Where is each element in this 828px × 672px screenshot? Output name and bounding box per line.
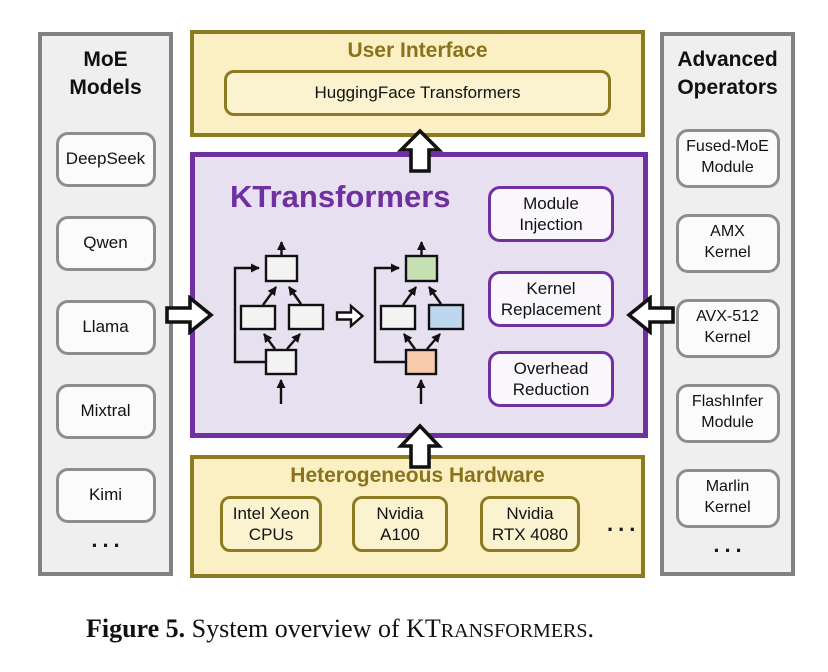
edge-left-to-top	[402, 286, 417, 306]
figure-caption: Figure 5. System overview of KTRANSFORME…	[0, 614, 680, 644]
node-mid-left	[239, 304, 277, 331]
op-box-fused-moe: Fused-MoE Module	[675, 128, 780, 188]
edge-left-to-top	[262, 286, 277, 306]
caption-brand-smallcaps: RANSFORMERS	[440, 620, 588, 642]
skip-connection-line	[233, 263, 272, 364]
hw-box-intel-xeon: Intel Xeon CPUs	[220, 496, 322, 552]
ktransformers-title: KTransformers	[230, 179, 451, 214]
advanced-operators-title: Advanced Operators	[677, 48, 778, 100]
feature-overhead-reduction: Overhead Reduction	[488, 351, 614, 407]
node-bottom	[264, 348, 298, 376]
op-box-flashinfer: FlashInfer Module	[675, 383, 780, 443]
model-box-mixtral: Mixtral	[55, 383, 156, 439]
node-mid-right-blue	[427, 303, 465, 331]
models-ellipsis: ...	[91, 526, 125, 552]
hardware-row: Intel Xeon CPUs Nvidia A100 Nvidia RTX 4…	[220, 496, 641, 552]
flow-arrow-hardware-to-ktransformers	[397, 423, 443, 469]
caption-label: Figure 5.	[85, 614, 186, 643]
edge-bottom-to-left	[263, 333, 276, 350]
flow-arrow-ktransformers-to-ui	[397, 128, 443, 173]
feature-module-injection: Module Injection	[488, 186, 614, 242]
hardware-panel: Heterogeneous Hardware Intel Xeon CPUs N…	[190, 455, 645, 578]
node-top-green	[404, 254, 439, 283]
module-graph-original	[233, 241, 325, 404]
edge-bottom-to-right	[426, 333, 441, 350]
moe-models-panel: MoE Models DeepSeek Qwen Llama Mixtral K…	[38, 32, 173, 576]
edge-right-to-top	[288, 286, 302, 305]
flow-arrow-operators-to-ktransformers	[626, 295, 675, 335]
edge-bottom-to-left	[403, 333, 416, 350]
node-top	[264, 254, 299, 283]
node-mid-right	[287, 303, 325, 331]
huggingface-transformers-box: HuggingFace Transformers	[224, 70, 611, 116]
hardware-ellipsis: ...	[607, 511, 641, 536]
model-box-llama: Llama	[55, 299, 156, 355]
edge-bottom-to-right	[286, 333, 301, 350]
skip-connection-line	[373, 263, 412, 364]
model-box-kimi: Kimi	[55, 467, 156, 523]
caption-suffix: .	[587, 614, 595, 643]
hw-box-nvidia-a100: Nvidia A100	[352, 496, 448, 552]
flow-arrow-models-to-ktransformers	[165, 295, 214, 335]
feature-kernel-replacement: Kernel Replacement	[488, 271, 614, 327]
edge-right-to-top	[428, 286, 442, 305]
model-box-qwen: Qwen	[55, 215, 156, 271]
operators-ellipsis: ...	[713, 531, 747, 557]
user-interface-title: User Interface	[347, 39, 488, 62]
advanced-operators-panel: Advanced Operators Fused-MoE Module AMX …	[660, 32, 795, 576]
moe-models-title: MoE Models	[69, 48, 142, 100]
caption-body: System overview of	[185, 614, 407, 643]
ktransformers-panel: KTransformers	[190, 152, 648, 438]
node-bottom-orange	[404, 348, 438, 376]
hardware-title: Heterogeneous Hardware	[290, 464, 545, 487]
module-graph-optimized	[373, 241, 465, 404]
model-box-deepseek: DeepSeek	[55, 131, 156, 187]
caption-brand-caps: KT	[406, 614, 441, 643]
op-box-marlin-kernel: Marlin Kernel	[675, 468, 780, 528]
op-box-avx512-kernel: AVX-512 Kernel	[675, 298, 780, 358]
node-mid-left	[379, 304, 417, 331]
hw-box-nvidia-rtx4080: Nvidia RTX 4080	[480, 496, 580, 552]
transform-arrow-icon	[335, 303, 365, 329]
user-interface-panel: User Interface HuggingFace Transformers	[190, 30, 645, 137]
op-box-amx-kernel: AMX Kernel	[675, 213, 780, 273]
